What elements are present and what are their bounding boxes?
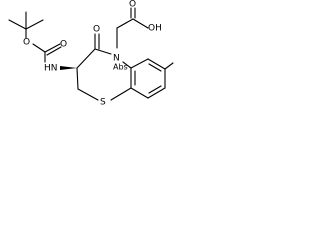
bond-cboc-oester [32,43,46,53]
carboxyl-oxygen-label: O [129,0,136,10]
bond-benz-inner-1 [148,63,162,72]
boc-ester-oxygen-label: O [23,38,30,48]
bond-methyl [164,62,174,70]
bond-ch-ch2 [76,67,79,90]
abs-stereo-tag: Abs [113,63,128,72]
bond-tbu-me2 [8,19,27,30]
benzene-ring [130,58,174,99]
acetic-acid-chain [116,7,149,49]
bond-co-ch [76,48,96,69]
ring-sulfur-label: S [100,98,106,108]
bond-benz-inner-2 [148,85,162,94]
bond-benz-2 [147,58,166,70]
bond-cboc-o-a [44,43,61,53]
amide-oxygen-label: O [93,25,100,35]
bond-n-ar [122,61,132,69]
nh-group-label: HN [44,64,58,74]
bond-tbu-me3 [25,19,44,30]
chemical-structure-diagram: N Abs S O O OH HN O O [8,0,174,108]
bond-ch2-cooh [116,18,134,29]
thiazepine-ring [76,48,132,101]
bond-benz-1 [130,58,149,69]
ring-nitrogen-label: N [113,54,120,64]
carboxyl-hydroxyl-label: OH [148,24,162,34]
bond-cooh-oh [132,18,149,29]
stereo-wedge-bond [60,66,77,70]
bond-benz-5 [130,87,149,99]
bond-n-co [94,48,112,55]
bond-ch2-s [77,88,99,101]
bond-s-ar [110,87,132,101]
bond-benz-4 [147,87,166,99]
amide-carbonyl [94,33,100,50]
bond-cboc-o-b [46,46,62,56]
boc-group [8,11,62,63]
boc-carbonyl-oxygen-label: O [60,40,67,50]
